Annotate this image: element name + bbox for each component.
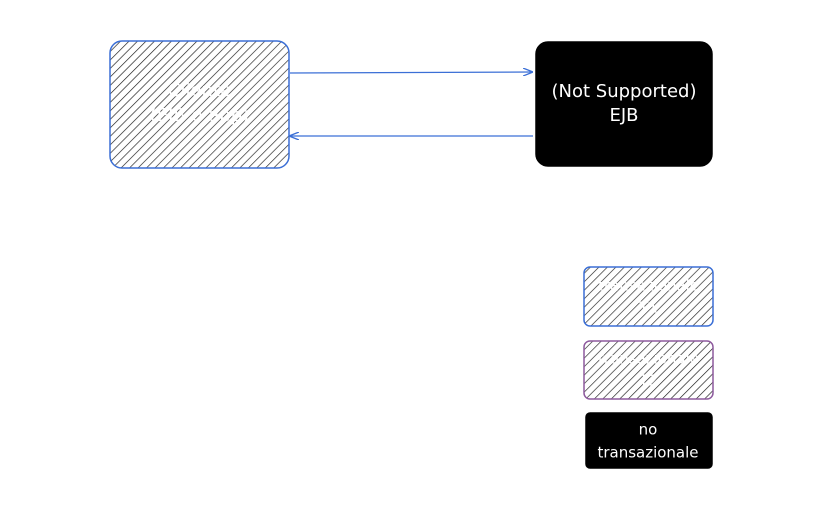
legend-label-no-transaction-line2: transazionale [597,444,698,462]
ejb-node[interactable]: (Not Supported) EJB [535,41,713,167]
legend-swatch-no-transaction [585,412,713,469]
client-node[interactable]: Cliente (EJB o app) [109,40,290,169]
client-node-label-line1: Cliente [168,80,231,101]
ejb-node-label-line1: (Not Supported) [552,81,697,102]
legend: transazionale T1 transazionale T2 no tra… [583,266,714,469]
legend-label-t2-line1: transazionale [598,350,699,368]
client-node-box [109,40,290,169]
ejb-node-label-line2: EJB [609,105,638,126]
legend-swatch-t2 [583,340,714,400]
client-node-label-line2: (EJB o app) [150,105,249,126]
legend-swatch-t1 [583,266,714,327]
legend-label-t1-line1: transazionale [598,277,699,295]
legend-item-no-transaction: no transazionale [585,412,713,469]
request-arrow[interactable] [289,72,532,73]
legend-item-t2: transazionale T2 [583,340,714,400]
ejb-node-box [535,41,713,167]
legend-label-t2-line2: T2 [638,372,658,390]
legend-item-t1: transazionale T1 [583,266,714,327]
legend-label-t1-line2: T1 [638,299,658,317]
legend-label-no-transaction-line1: no [639,421,658,439]
